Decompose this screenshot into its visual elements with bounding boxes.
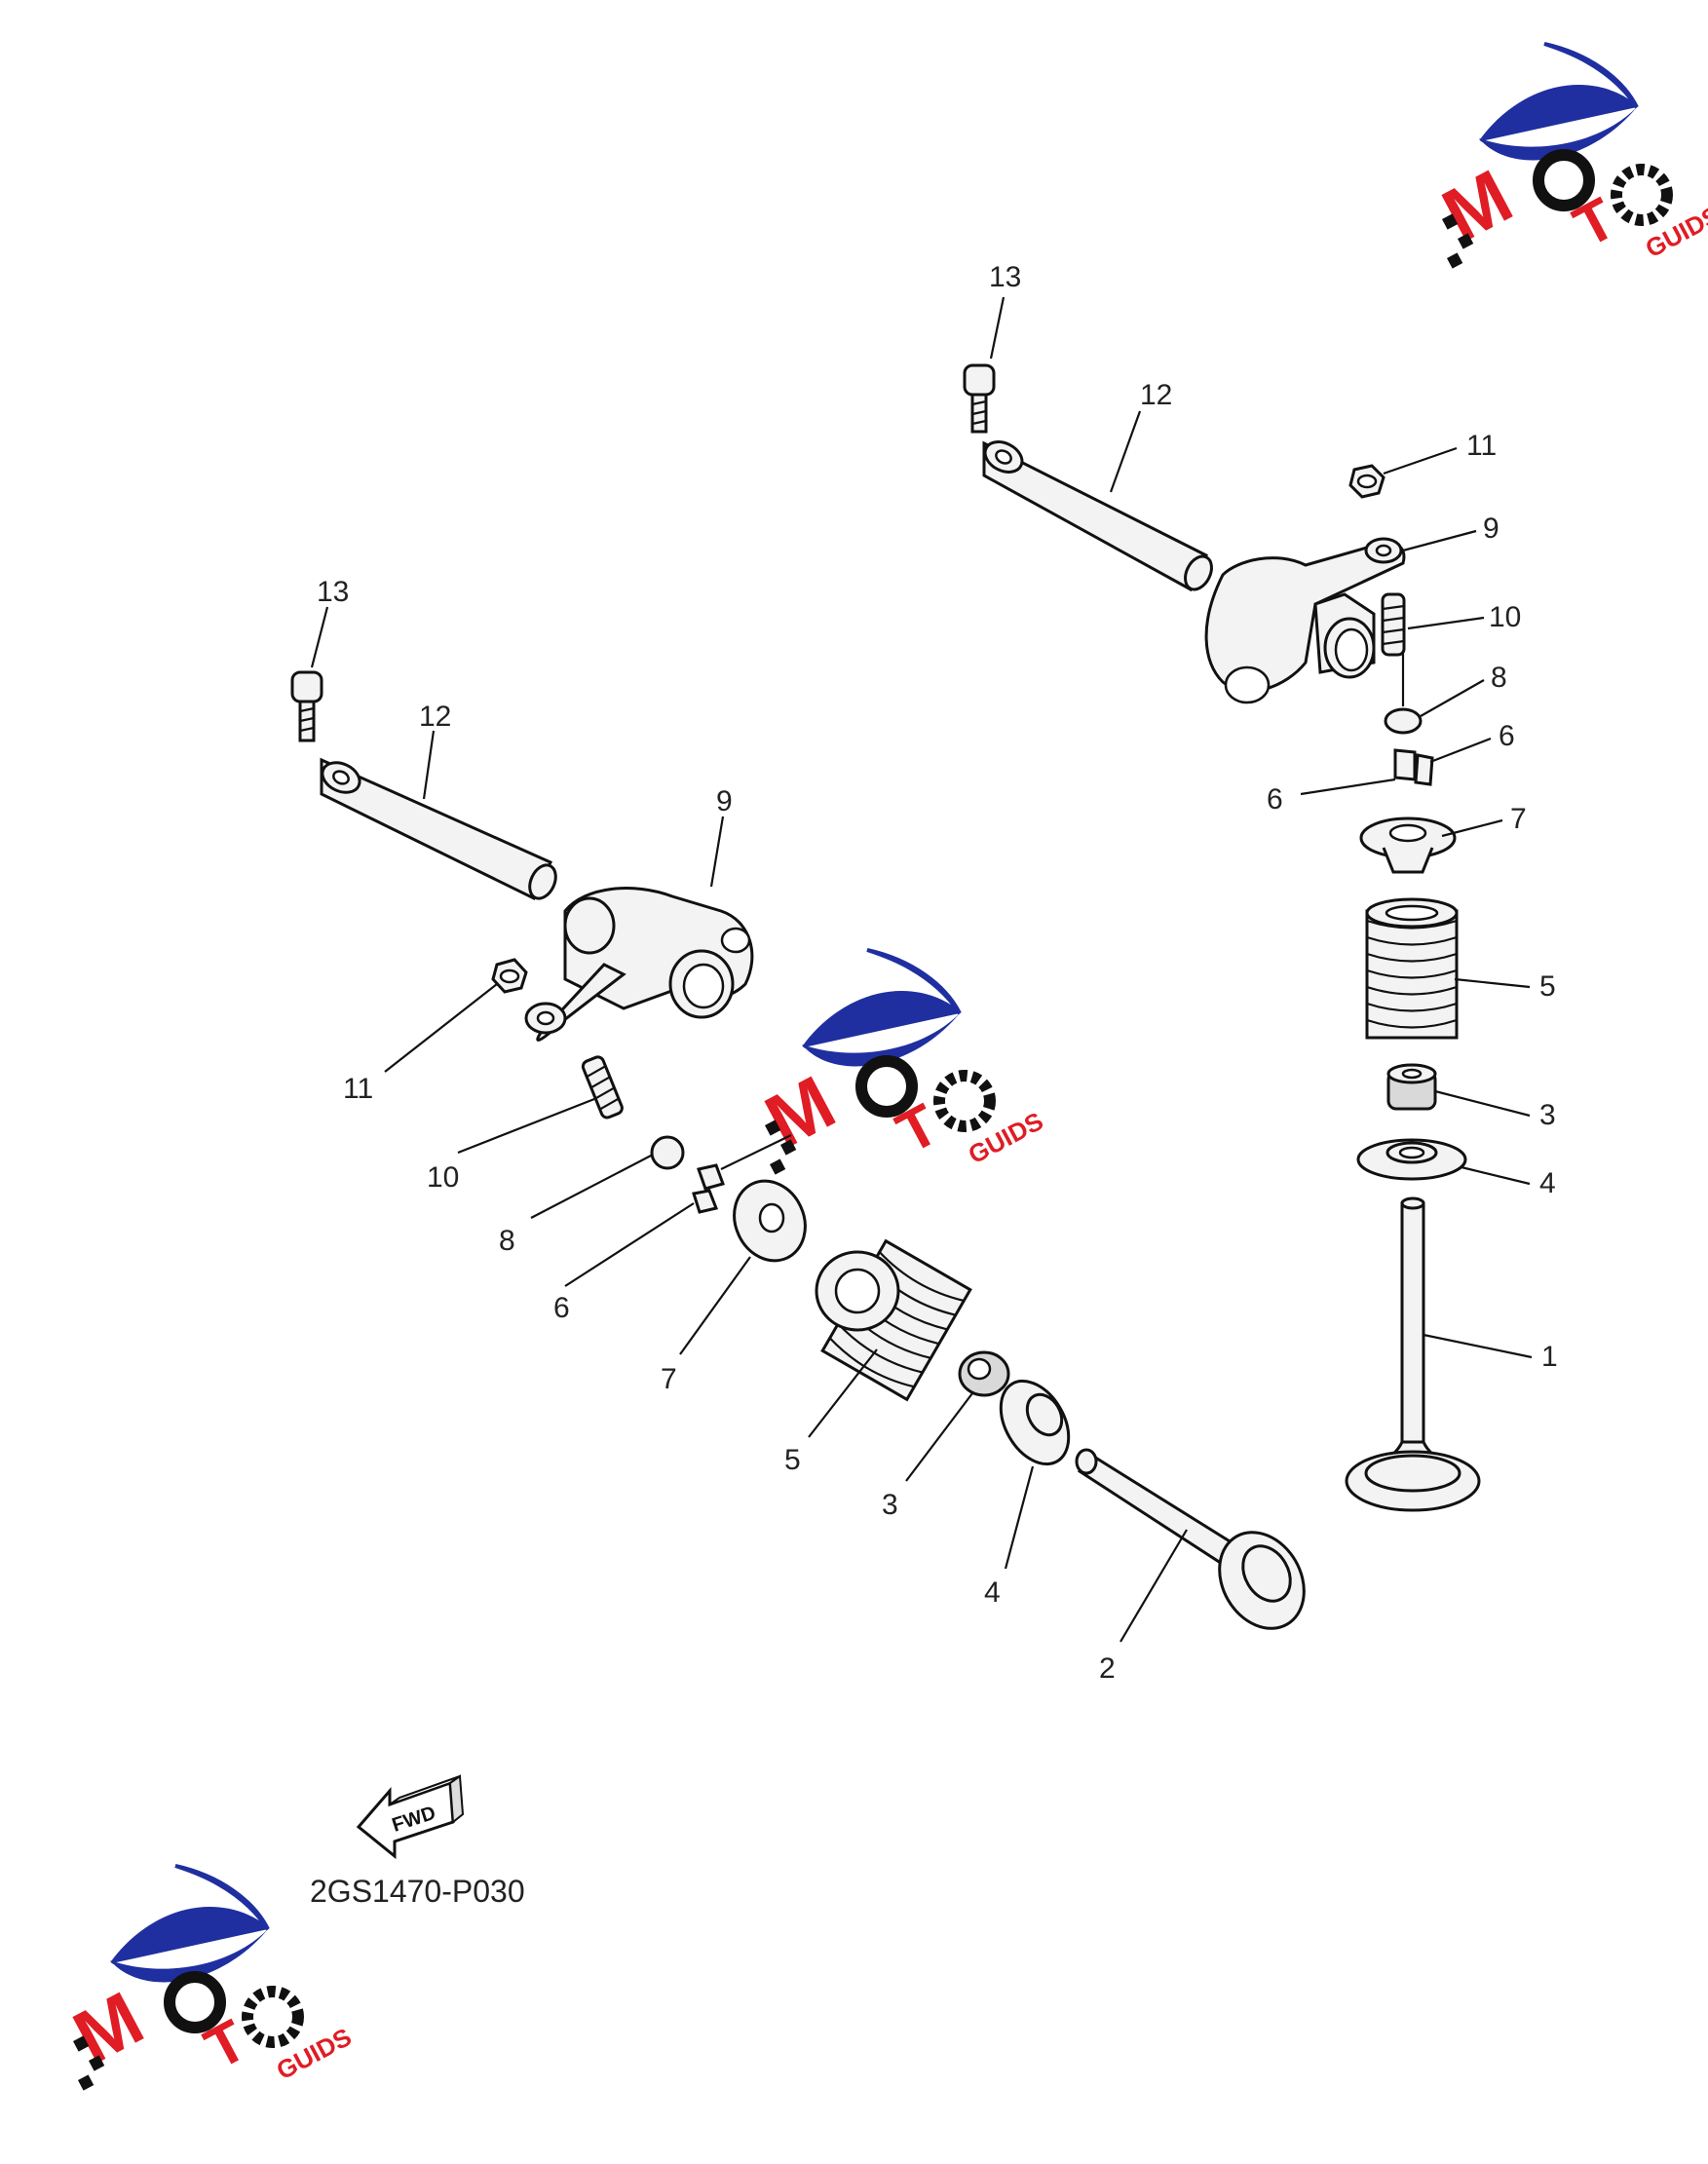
callout-6-left: 6 (553, 1292, 570, 1324)
moto-guids-logo-center: GUIDS (752, 950, 1048, 1175)
callout-10-left: 10 (427, 1161, 459, 1194)
callout-3-right: 3 (1539, 1099, 1556, 1131)
nut-11-right (1348, 464, 1385, 499)
callout-7-left: 7 (661, 1363, 677, 1395)
left-valve-assembly (290, 670, 1306, 1630)
leader-lines (310, 296, 1533, 1643)
spring-seat-4-right (1356, 1138, 1467, 1181)
callout-11-right: 11 (1466, 430, 1497, 462)
valve-cap-8-left (650, 1135, 685, 1170)
callout-12-left: 12 (419, 701, 451, 733)
valve-cap-8-right (1384, 707, 1423, 735)
stem-seal-3-left (958, 1350, 1010, 1397)
callout-1-right: 1 (1541, 1341, 1558, 1373)
valve-2-left (1075, 1448, 1306, 1630)
callout-11-left: 11 (343, 1073, 373, 1105)
callout-8-right: 8 (1491, 662, 1507, 694)
callout-13-left: 13 (317, 576, 349, 608)
callout-4-left: 4 (984, 1576, 1001, 1609)
adjust-screw-10-right (1381, 592, 1406, 657)
callout-5-right: 5 (1539, 970, 1556, 1003)
nut-11-left (491, 958, 528, 994)
callouts-right: 13 12 11 9 10 8 6 6 7 5 3 4 1 (989, 261, 1558, 1373)
bolt-13-right (963, 363, 996, 434)
valve-spring-5-left (820, 1238, 972, 1402)
valve-cotters-6-left (692, 1163, 725, 1214)
moto-guids-logo-top-right: GUIDS (1429, 44, 1708, 269)
forward-direction-arrow: FWD (356, 1774, 465, 1860)
valve-cotters-6-right (1393, 748, 1434, 786)
callout-9-left: 9 (716, 785, 733, 817)
callout-4-right: 4 (1539, 1167, 1556, 1199)
callout-2-left: 2 (1099, 1652, 1116, 1685)
callout-8-left: 8 (499, 1225, 515, 1257)
spring-retainer-7-left (733, 1179, 807, 1263)
logo-sub-text: GUIDS (964, 1106, 1048, 1169)
callout-12-right: 12 (1140, 379, 1172, 411)
callout-3-left: 3 (882, 1489, 898, 1521)
callout-13-right: 13 (989, 261, 1021, 293)
rocker-arm-9-left (524, 887, 754, 1042)
logo-sub-text: GUIDS (272, 2022, 357, 2085)
rocker-arm-9-right (1204, 537, 1406, 704)
rocker-shaft-12-right (982, 440, 1213, 592)
right-valve-assembly (963, 363, 1481, 1512)
logo-sub-text: GUIDS (1641, 200, 1708, 263)
callout-6a-right: 6 (1499, 720, 1515, 752)
callouts-left: 13 12 9 11 10 8 6 7 5 3 4 2 (317, 576, 1116, 1685)
valve-spring-5-right (1365, 897, 1459, 1040)
bolt-13-left (290, 670, 323, 742)
diagram-code: 2GS1470-P030 (310, 1874, 525, 1909)
callout-9-right: 9 (1483, 513, 1499, 545)
adjust-screw-10-left (581, 1055, 624, 1120)
callout-6b-right: 6 (1267, 783, 1283, 816)
rocker-shaft-12-left (320, 757, 557, 901)
stem-seal-3-right (1386, 1063, 1437, 1111)
callout-5-left: 5 (784, 1444, 801, 1476)
callout-7-right: 7 (1510, 803, 1527, 835)
callout-10-right: 10 (1489, 601, 1521, 633)
spring-seat-4-left (999, 1379, 1071, 1466)
spring-retainer-7-right (1359, 816, 1457, 874)
valve-1-right (1345, 1196, 1481, 1512)
